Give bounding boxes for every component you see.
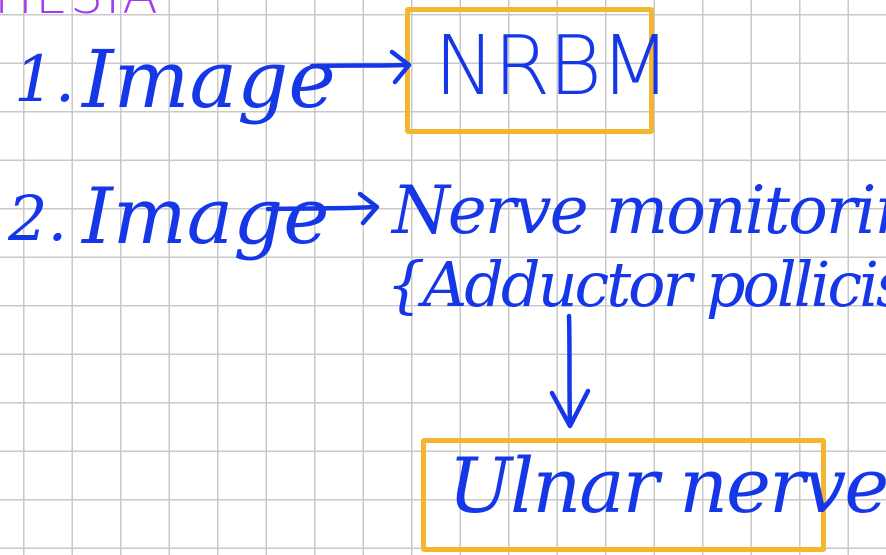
line-2-number: 2. [8,182,68,255]
ulnar-nerve-highlight-box [421,438,826,552]
nrbm-highlight-box [405,7,654,134]
adductor-pollicis-label: {Adductor pollicis} [386,248,886,321]
line-1-number: 1. [14,43,76,117]
nerve-monitoring-label: Nerve monitoring [392,172,886,249]
line-2-term: Image [82,172,330,262]
ulnar-nerve-label: Ulnar nerve. [448,441,886,530]
heading-fragment: HESIA [0,0,160,22]
nrbm-label: NRBM [434,19,671,114]
line-1-term: Image [82,33,336,126]
arrow-right-icon [309,49,412,85]
arrow-down-icon [549,313,591,429]
arrow-right-icon [265,191,380,226]
